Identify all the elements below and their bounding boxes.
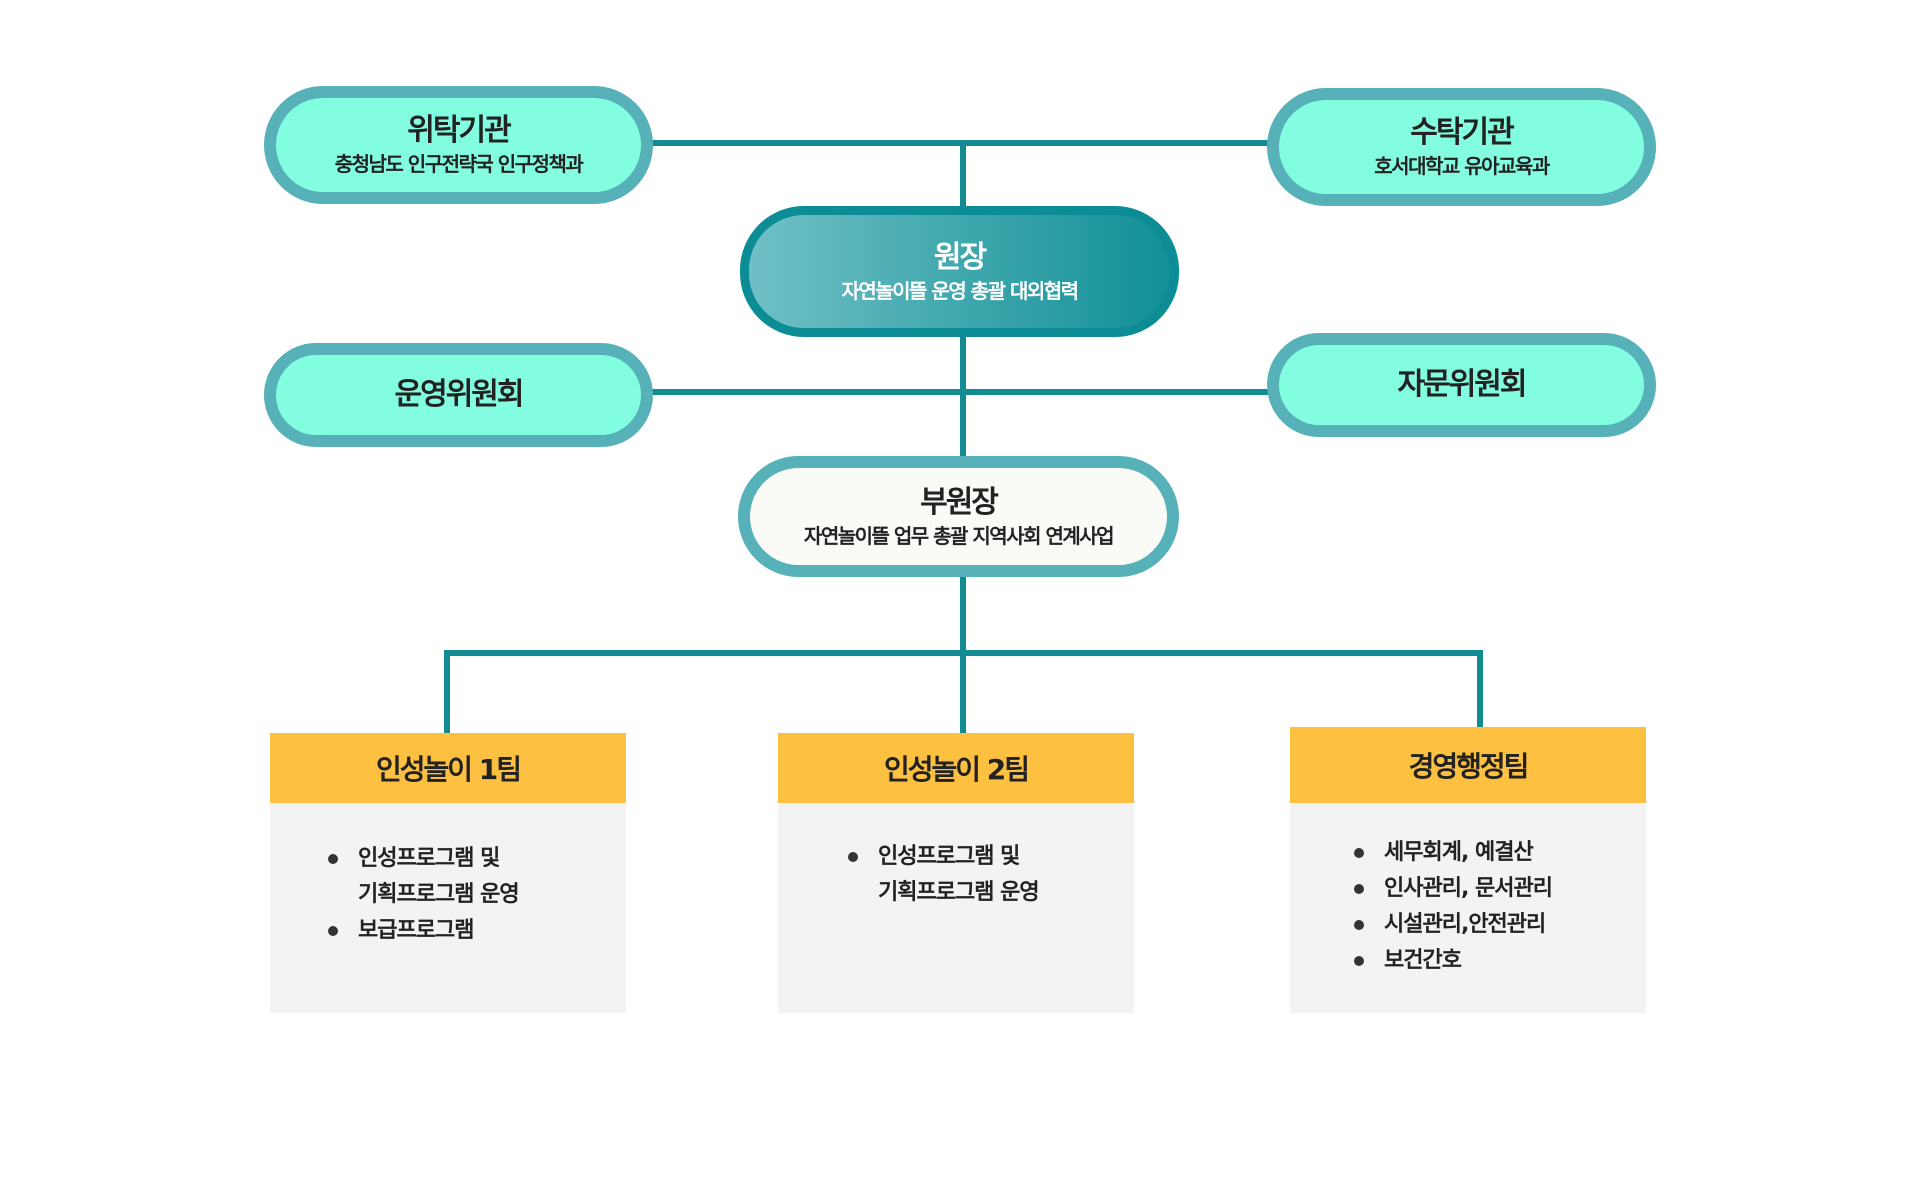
- operating-committee-title: 운영위원회: [394, 377, 525, 412]
- team-3-duty: 세무회계, 예결산: [1354, 835, 1646, 871]
- vice-director-node: 부원장 자연놀이뜰 업무 총괄 지역사회 연계사업: [738, 456, 1179, 577]
- team-2-header: 인성놀이 2팀: [778, 733, 1134, 803]
- team-1-duties: 인성프로그램 및 기획프로그램 운영 보급프로그램: [328, 841, 626, 949]
- entrusting-org-node: 위탁기관 충청남도 인구전략국 인구정책과: [264, 86, 653, 204]
- director-title: 원장: [933, 239, 987, 275]
- entrusting-org-subtitle: 충청남도 인구전략국 인구정책과: [334, 152, 584, 176]
- team-2-duties: 인성프로그램 및 기획프로그램 운영: [848, 839, 1134, 911]
- director-subtitle: 자연놀이뜰 운영 총괄 대외협력: [841, 278, 1079, 303]
- connector-middle: [645, 330, 1272, 463]
- operating-committee-node: 운영위원회: [264, 343, 653, 447]
- team-box-1: 인성놀이 1팀 인성프로그램 및 기획프로그램 운영 보급프로그램: [270, 733, 626, 1013]
- team-1-header: 인성놀이 1팀: [270, 733, 626, 803]
- vice-director-title: 부원장: [920, 484, 999, 520]
- director-node: 원장 자연놀이뜰 운영 총괄 대외협력: [740, 206, 1179, 337]
- entrusted-org-title: 수탁기관: [1410, 115, 1514, 150]
- entrusted-org-subtitle: 호서대학교 유아교육과: [1374, 154, 1550, 178]
- connector-top: [645, 140, 1272, 212]
- team-3-duty: 인사관리, 문서관리: [1354, 871, 1646, 907]
- team-box-2: 인성놀이 2팀 인성프로그램 및 기획프로그램 운영: [778, 733, 1134, 1013]
- team-3-duty: 시설관리,안전관리: [1354, 907, 1646, 943]
- team-box-3: 경영행정팀 세무회계, 예결산 인사관리, 문서관리 시설관리,안전관리 보건간…: [1290, 727, 1646, 1013]
- vice-director-subtitle: 자연놀이뜰 업무 총괄 지역사회 연계사업: [803, 523, 1115, 548]
- connector-bottom: [444, 573, 1483, 735]
- entrusted-org-node: 수탁기관 호서대학교 유아교육과: [1267, 88, 1656, 206]
- team-2-duty: 인성프로그램 및 기획프로그램 운영: [848, 839, 1134, 911]
- team-3-duties: 세무회계, 예결산 인사관리, 문서관리 시설관리,안전관리 보건간호: [1354, 835, 1646, 979]
- team-1-duty: 인성프로그램 및 기획프로그램 운영: [328, 841, 626, 913]
- team-1-duty: 보급프로그램: [328, 913, 626, 949]
- team-3-header: 경영행정팀: [1290, 727, 1646, 803]
- team-3-duty: 보건간호: [1354, 943, 1646, 979]
- advisory-committee-title: 자문위원회: [1397, 367, 1528, 402]
- advisory-committee-node: 자문위원회: [1267, 333, 1656, 437]
- entrusting-org-title: 위탁기관: [407, 113, 511, 148]
